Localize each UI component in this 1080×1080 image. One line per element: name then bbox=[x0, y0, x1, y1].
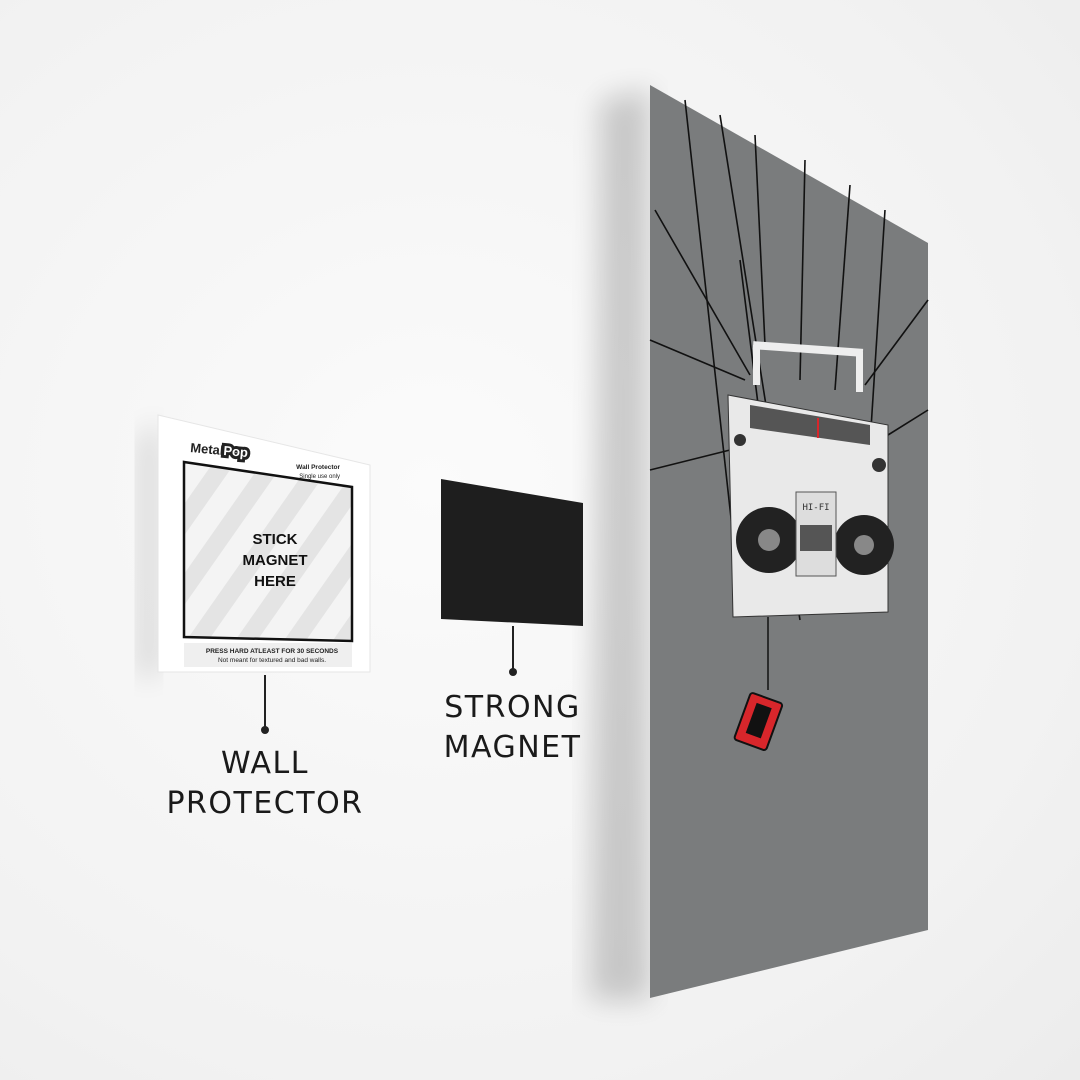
instruction-2: Not meant for textured and bad walls. bbox=[218, 657, 326, 664]
protector-title: Wall Protector bbox=[296, 464, 340, 471]
label-line: MAGNET bbox=[443, 730, 582, 765]
hi-fi-text: HI-FI bbox=[802, 503, 829, 513]
svg-text:MAGNET: MAGNET bbox=[243, 552, 308, 569]
wall-protector-label: WALL PROTECTOR bbox=[150, 744, 380, 824]
instruction-1: PRESS HARD ATLEAST FOR 30 SECONDS bbox=[206, 648, 339, 655]
strong-magnet-label: STRONG MAGNET bbox=[400, 688, 625, 768]
magnet-callout-dot bbox=[509, 668, 517, 676]
svg-text:HERE: HERE bbox=[254, 573, 296, 590]
metal-poster: HI-FI bbox=[649, 85, 929, 998]
boombox: HI-FI bbox=[727, 341, 894, 618]
wall-protector: MetalPop Wall Protector Single use only … bbox=[157, 414, 371, 673]
protector-callout-dot bbox=[261, 726, 269, 734]
brand-logo: MetalPop bbox=[190, 440, 249, 460]
stick-magnet-here-text: STICK MAGNET HERE bbox=[243, 531, 308, 590]
label-line: WALL bbox=[221, 746, 309, 781]
label-line: PROTECTOR bbox=[166, 786, 364, 821]
label-line: STRONG bbox=[444, 690, 581, 725]
cassette-tape bbox=[733, 692, 784, 751]
svg-text:STICK: STICK bbox=[253, 531, 298, 548]
protector-subtitle: Single use only bbox=[299, 474, 340, 480]
strong-magnet bbox=[441, 479, 583, 626]
